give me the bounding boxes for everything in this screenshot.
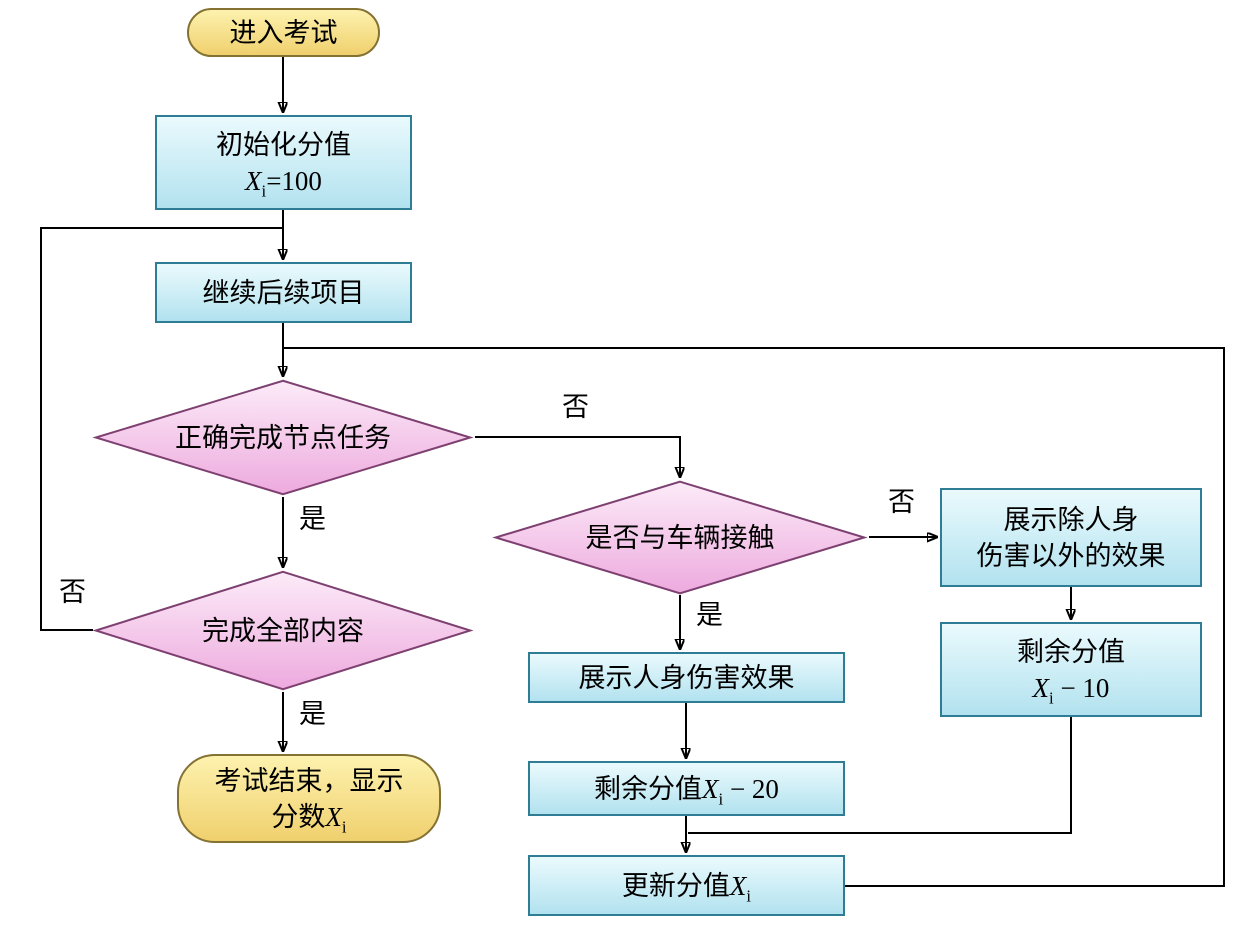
init-var-sub: i [261,180,267,200]
node-decision-vehicle-contact: 是否与车辆接触 [490,480,870,595]
remain10-formula: Xi − 10 [1017,670,1125,706]
update-pre: 更新分值 [621,870,730,901]
edge-update-return-loop [284,347,1225,887]
end-line1: 考试结束，显示 [214,765,404,796]
node-start: 进入考试 [187,8,380,57]
edge-label-d2-yes: 是 [297,699,328,729]
node-end: 考试结束，显示 分数Xi [177,754,441,843]
node-decision-all-content-label: 完成全部内容 [202,615,364,646]
node-effect-other-text: 展示除人身 伤害以外的效果 [977,502,1166,574]
edge-label-d3-no: 否 [886,487,917,517]
remain20-var-sub: i [718,788,724,808]
edge-label-d1-no: 否 [560,392,591,422]
node-decision-vehicle-contact-label: 是否与车辆接触 [585,522,775,553]
update-var-sub: i [746,885,752,905]
node-decision-task-label: 正确完成节点任务 [175,422,391,453]
diamond-icon [90,379,476,496]
end-var-x: X [325,801,342,832]
node-start-label: 进入考试 [229,17,338,48]
effect-other-line1: 展示除人身 [1003,504,1139,535]
node-init-score-text: 初始化分值 Xi=100 [216,127,351,199]
node-continue-label: 继续后续项目 [202,277,365,308]
end-line2: 分数Xi [215,799,404,835]
init-var-x: X [245,165,262,196]
edge-label-d2-no: 否 [57,577,88,607]
init-score-line1: 初始化分值 [216,129,351,160]
node-remaining-minus10-text: 剩余分值 Xi − 10 [1017,634,1125,706]
end-var-sub: i [341,816,347,836]
effect-other-line2: 伤害以外的效果 [976,540,1166,571]
node-decision-all-content: 完成全部内容 [90,570,476,691]
diamond-icon [90,570,476,691]
edge-label-d3-yes: 是 [694,600,725,630]
edge-remain10-merge [688,717,1072,834]
edge-d1-no-to-d3 [475,436,680,477]
node-effect-injury-label: 展示人身伤害效果 [578,662,795,693]
update-formula: Xi [729,870,751,904]
remain10-rest: − 10 [1053,672,1110,703]
remain10-var-x: X [1032,672,1050,703]
init-var-rest: =100 [266,165,322,196]
remain20-formula: Xi − 20 [702,773,779,807]
node-remaining-minus10: 剩余分值 Xi − 10 [940,622,1202,717]
node-continue: 继续后续项目 [155,262,412,323]
remain10-line1: 剩余分值 [1017,636,1125,667]
remain20-rest: − 20 [723,773,779,804]
node-update-score: 更新分值Xi [528,855,845,916]
init-score-formula: Xi=100 [216,163,351,199]
edge-label-d1-yes: 是 [297,504,328,534]
node-remaining-minus20: 剩余分值Xi − 20 [528,761,845,816]
node-remaining-minus20-label: 剩余分值Xi − 20 [594,771,779,807]
node-effect-injury: 展示人身伤害效果 [528,652,845,703]
remain20-pre: 剩余分值 [594,773,703,804]
node-end-text: 考试结束，显示 分数Xi [215,763,404,835]
edge-d2-no-loop [40,227,283,631]
node-decision-task: 正确完成节点任务 [90,379,476,496]
end-line2-pre: 分数 [271,801,326,832]
remain20-var-x: X [702,773,719,804]
node-effect-other: 展示除人身 伤害以外的效果 [940,488,1202,587]
node-init-score: 初始化分值 Xi=100 [155,115,412,210]
update-var-x: X [729,870,747,901]
node-update-score-label: 更新分值Xi [622,868,751,904]
remain10-var-sub: i [1049,687,1054,707]
end-formula: Xi [325,801,346,835]
diamond-icon [490,480,870,595]
